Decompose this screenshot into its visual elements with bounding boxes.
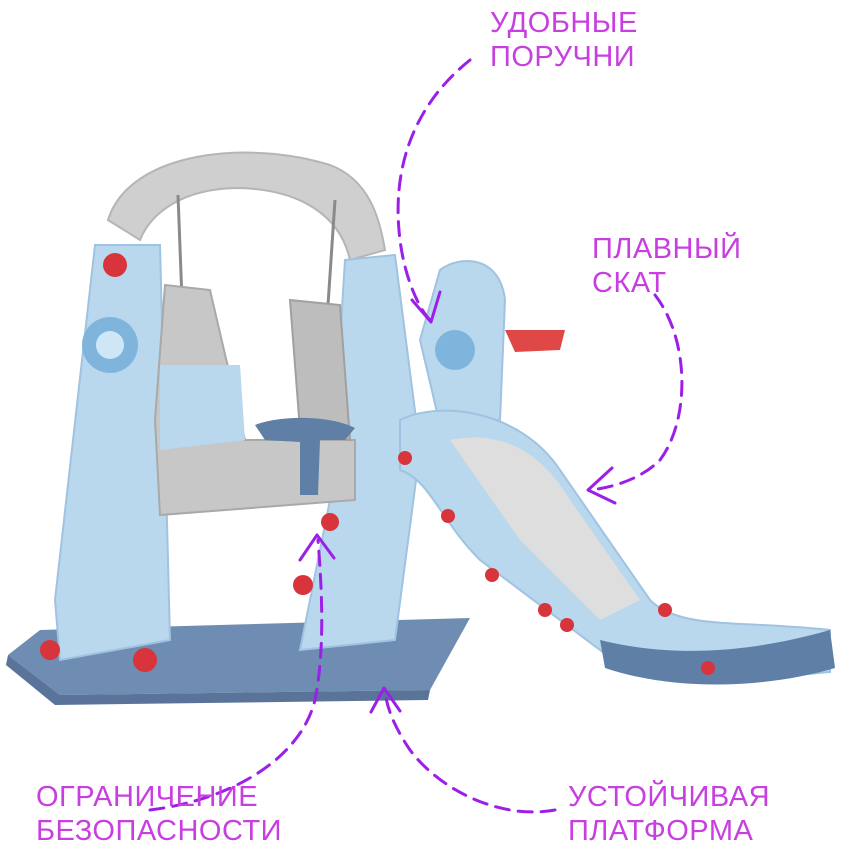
swing-top-arch: [106, 151, 387, 262]
safety-bar: [255, 417, 355, 495]
swing-chain-right: [326, 199, 337, 306]
swing-chain-left: [176, 194, 184, 301]
left-frame: [53, 244, 172, 662]
bolt: [398, 451, 412, 465]
arrowhead-handrails: [410, 290, 442, 324]
label-handrails: УДОБНЫЕ ПОРУЧНИ: [490, 6, 638, 74]
arrowhead-platform: [369, 686, 402, 714]
bolt: [133, 648, 157, 672]
bolt: [560, 618, 574, 632]
label-slope-line2: СКАТ: [592, 267, 667, 299]
bolt: [538, 603, 552, 617]
label-platform: УСТОЙЧИВАЯ ПЛАТФОРМА: [568, 780, 770, 848]
slide-end: [600, 630, 835, 685]
arrowhead-slope: [586, 466, 617, 505]
label-platform-line2: ПЛАТФОРМА: [568, 815, 754, 847]
label-restraint: ОГРАНИЧЕНИЕ БЕЗОПАСНОСТИ: [36, 780, 282, 848]
arrowhead-restraint: [298, 533, 336, 562]
bolt: [103, 253, 127, 277]
arrow-handrails: [396, 58, 472, 322]
arrow-restraint: [148, 538, 324, 812]
bolt: [321, 513, 339, 531]
label-restraint-line1: ОГРАНИЧЕНИЕ: [36, 781, 259, 813]
swing-backrest: [160, 365, 245, 450]
label-slope: ПЛАВНЫЙ СКАТ: [592, 232, 742, 300]
arrow-platform: [383, 688, 557, 814]
label-handrails-line1: УДОБНЫЕ: [490, 7, 638, 39]
label-restraint-line2: БЕЗОПАСНОСТИ: [36, 815, 283, 847]
label-handrails-line2: ПОРУЧНИ: [490, 41, 636, 73]
bolt: [658, 603, 672, 617]
bolt: [293, 575, 313, 595]
basketball-hoop: [505, 330, 565, 352]
bolt: [701, 661, 715, 675]
label-slope-line1: ПЛАВНЫЙ: [592, 233, 742, 265]
label-platform-line1: УСТОЙЧИВАЯ: [568, 781, 771, 813]
bolt: [441, 509, 455, 523]
bolt: [40, 640, 60, 660]
arrow-slope: [588, 293, 684, 492]
bolt: [485, 568, 499, 582]
